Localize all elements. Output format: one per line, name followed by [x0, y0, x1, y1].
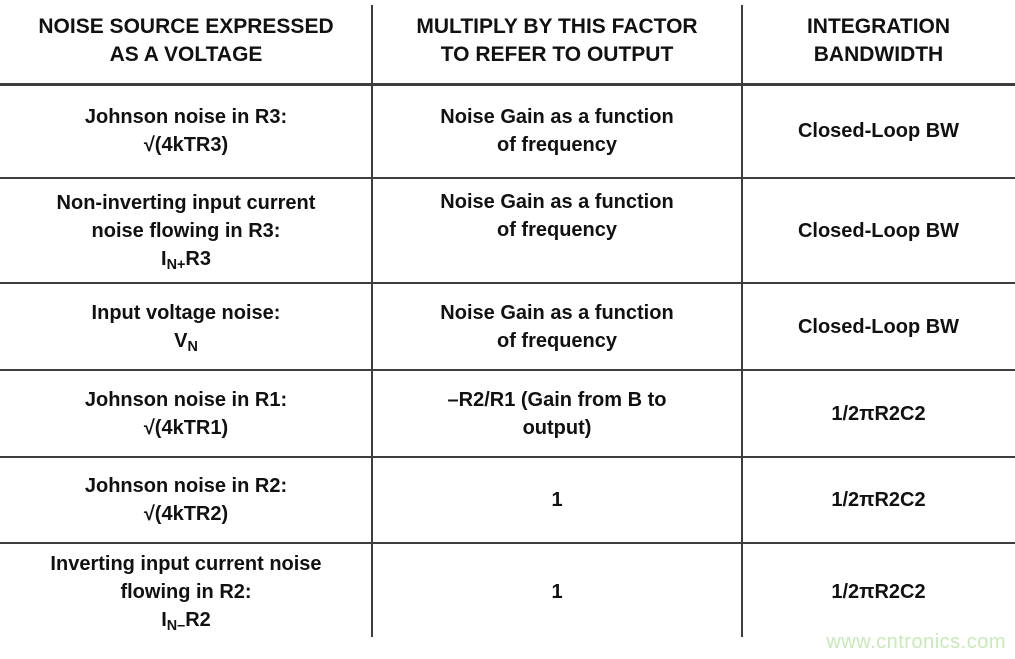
noise-source-cell: Johnson noise in R1:√(4kTR1) — [84, 388, 288, 439]
integration-bandwidth-cell: 1/2πR2C2 — [831, 581, 926, 603]
watermark-text: www.cntronics.com — [826, 631, 1006, 653]
integration-bandwidth-cell: Closed-Loop BW — [797, 315, 960, 338]
table-row: Input voltage noise:VN Noise Gain as a f… — [0, 283, 1015, 370]
integration-bandwidth-cell: Closed-Loop BW — [797, 219, 960, 242]
column-divider — [371, 5, 373, 637]
table-row: Johnson noise in R3:√(4kTR3) Noise Gain … — [0, 84, 1015, 178]
table-body: Johnson noise in R3:√(4kTR3) Noise Gain … — [0, 84, 1015, 640]
table-row: Johnson noise in R1:√(4kTR1) –R2/R1 (Gai… — [0, 370, 1015, 457]
noise-source-cell: Johnson noise in R2:√(4kTR2) — [84, 475, 288, 525]
noise-source-cell: Johnson noise in R3:√(4kTR3) — [84, 106, 288, 157]
integration-bandwidth-cell: Closed-Loop BW — [797, 120, 960, 143]
table-row: Johnson noise in R2:√(4kTR2) 1 1/2πR2C2 — [0, 457, 1015, 543]
column-divider — [741, 5, 743, 637]
multiply-factor-cell: 1 — [551, 489, 563, 511]
integration-bandwidth-cell: 1/2πR2C2 — [831, 402, 926, 425]
multiply-factor-cell: 1 — [551, 581, 563, 603]
integration-bandwidth-cell: 1/2πR2C2 — [831, 489, 926, 511]
noise-source-cell: Input voltage noise:VN — [91, 301, 281, 355]
